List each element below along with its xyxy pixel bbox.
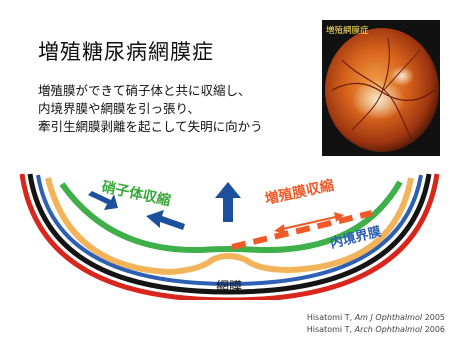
slide-title: 増殖糖尿病網膜症 [38, 40, 214, 64]
fundus-image [322, 20, 440, 156]
photo-label: 増殖網膜症 [326, 26, 369, 36]
description-line-2: 内境界膜や網膜を引っ張り、 [38, 101, 201, 116]
fundus-photo: 増殖網膜症 [322, 20, 440, 156]
citation-1: Hisatomi T, Am J Ophthalmol 2005 [306, 313, 445, 322]
retina-layer [45, 177, 414, 276]
arrow-left-1 [88, 191, 118, 210]
arrow-up [215, 182, 241, 222]
retina-diagram [19, 173, 440, 300]
description: 増殖膜ができて硝子体と共に収縮し、 内境界膜や網膜を引っ張り、 牽引生網膜剥離を… [38, 82, 263, 136]
blue-layer [36, 174, 423, 287]
prolif-membrane-dashed [231, 210, 373, 250]
citation-2: Hisatomi T, Arch Ophthalmol 2006 [306, 325, 445, 334]
red-layer [19, 173, 440, 300]
label-retina: 網膜 [216, 280, 243, 295]
description-line-1: 増殖膜ができて硝子体と共に収縮し、 [38, 83, 251, 98]
black-layer [27, 173, 432, 295]
double-arrow-contraction [274, 212, 344, 234]
description-line-3: 牽引生網膜剥離を起こして失明に向かう [38, 119, 263, 134]
arrow-left-2 [146, 210, 185, 230]
